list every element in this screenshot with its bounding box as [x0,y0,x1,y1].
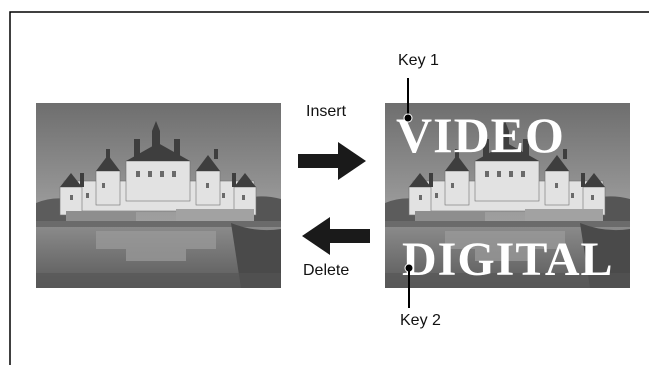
arrow-right-icon [298,142,366,180]
key2-text: DIGITAL [402,233,614,286]
key1-label: Key 1 [398,52,439,69]
key1-text: VIDEO [396,107,565,163]
key1-leader-line [403,78,413,123]
insert-label: Insert [306,103,347,120]
delete-label: Delete [303,262,350,279]
key2-leader-line [404,263,414,308]
arrow-left-icon [302,217,370,255]
original-image [36,103,281,288]
key2-label: Key 2 [400,312,441,329]
